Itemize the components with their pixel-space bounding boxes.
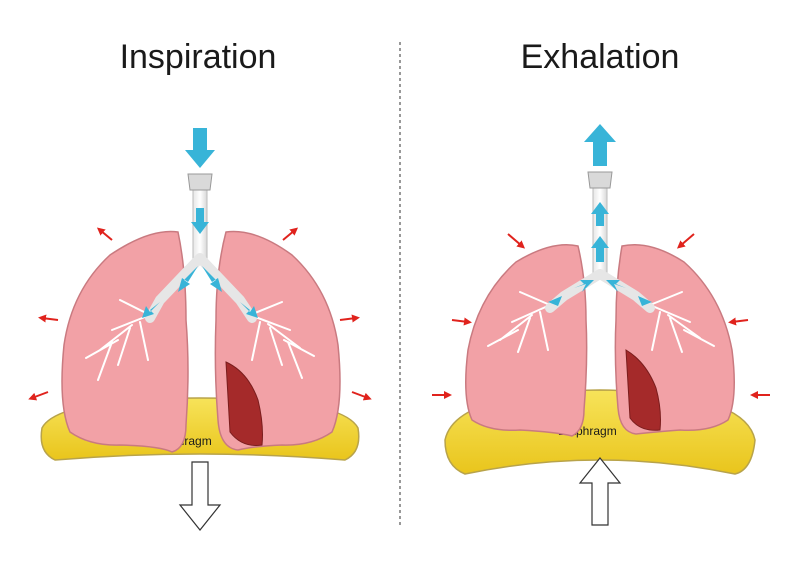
trachea-right <box>592 185 608 277</box>
exhalation-title: Exhalation <box>520 38 680 76</box>
diaphragm-down-arrow <box>178 461 222 531</box>
compression-arrows <box>432 233 770 399</box>
exhalation-panel: Diaphragm <box>432 124 770 526</box>
airflow-out <box>548 124 652 306</box>
inspiration-panel: Diaphragm <box>28 128 372 531</box>
heart-notch-left <box>225 361 263 446</box>
bronchi-left <box>85 299 315 381</box>
bronchi-right <box>487 291 715 353</box>
diaphragm-up-arrow <box>578 457 622 526</box>
heart-notch-right <box>625 349 661 431</box>
lung-left-exhalation <box>465 243 588 437</box>
inspiration-title: Inspiration <box>119 38 277 76</box>
airflow-in <box>142 128 258 318</box>
larynx-left <box>187 173 213 191</box>
larynx-right <box>587 171 613 189</box>
expansion-arrows <box>28 227 372 401</box>
